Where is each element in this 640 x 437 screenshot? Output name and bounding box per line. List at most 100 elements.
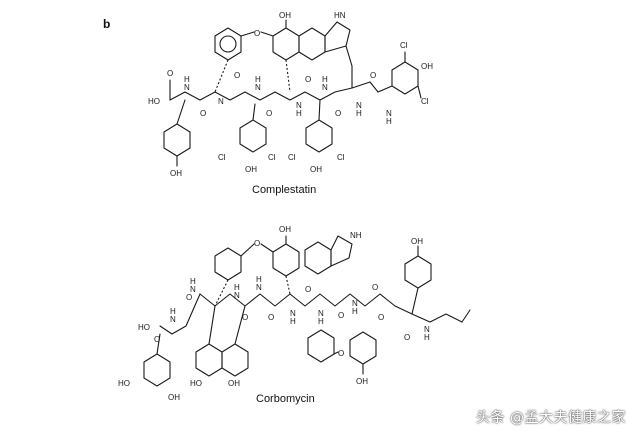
bond (417, 85, 422, 99)
atom-n: N (290, 309, 296, 318)
atom-h: H (170, 307, 176, 316)
atom-o: O (305, 285, 311, 294)
atom-n: N (386, 109, 392, 118)
atom-h: H (256, 275, 262, 284)
ring-aryl-center (272, 27, 300, 61)
bond (333, 351, 339, 355)
bond (260, 243, 274, 253)
ring-indole-benzo (304, 241, 332, 275)
atom-h: H (255, 75, 261, 84)
atom-o-acid: O (154, 335, 160, 344)
atom-n: N (234, 291, 240, 300)
caption-corbomycin: Corbomycin (256, 393, 315, 405)
ring-dichlorophenol-bottom-1 (239, 119, 267, 153)
atom-o-ether: O (254, 239, 260, 248)
atom-oh-top: OH (279, 11, 291, 20)
atom-oh-lower: OH (356, 377, 368, 386)
atom-h: H (318, 317, 324, 326)
watermark: 头条 @孟大夫健康之家 (476, 410, 626, 426)
complestatin-structure: O OH HN Cl OH Cl HO O N H O N O (148, 11, 433, 178)
atom-o: O (242, 313, 248, 322)
ring-phenol-lower-2 (349, 331, 377, 365)
atom-n: N (356, 101, 362, 110)
atom-n: N (190, 285, 196, 294)
ring-fused-bottom-2 (221, 343, 249, 377)
atom-n: N (352, 299, 358, 308)
atom-h: H (190, 277, 196, 286)
ring-dihydroxyphenyl-left (143, 353, 171, 387)
atom-ho-acid: HO (138, 323, 150, 332)
bond (351, 81, 371, 89)
bond (318, 99, 321, 121)
atom-h: H (184, 75, 190, 84)
atom-n: N (256, 283, 262, 292)
ring-dichlorophenol-bottom-2 (305, 119, 333, 153)
bond (176, 99, 186, 125)
atom-o: O (186, 293, 192, 302)
bond (252, 103, 256, 121)
bond (240, 243, 255, 257)
atom-oh: OH (168, 393, 180, 402)
atom-cl-right-2: Cl (421, 97, 429, 106)
atom-n: N (424, 325, 430, 334)
atom-o: O (266, 109, 272, 118)
atom-n: N (322, 83, 328, 92)
atom-h: H (356, 109, 362, 118)
bond-stereo (285, 59, 291, 93)
bond-stereo (214, 279, 229, 307)
bond-stereo (285, 275, 291, 295)
atom-h: H (322, 75, 328, 84)
bond (411, 287, 419, 315)
ring-hydroxyphenyl-bottom-left (163, 123, 191, 157)
ring-fused-bottom-1 (195, 343, 223, 377)
bond (240, 31, 255, 37)
bond (208, 305, 216, 345)
atom-o: O (305, 75, 311, 84)
atom-h: H (296, 109, 302, 118)
ring-phenyl-top (214, 247, 242, 281)
atom-o: O (378, 313, 384, 322)
atom-h: H (424, 333, 430, 342)
atom-cl: Cl (268, 153, 276, 162)
atom-oh: OH (170, 169, 182, 178)
atom-ho-acid: HO (148, 97, 160, 106)
bond (260, 31, 274, 37)
caption-complestatin: Complestatin (252, 184, 316, 196)
atom-n: N (184, 83, 190, 92)
atom-n: N (255, 83, 261, 92)
bond (234, 305, 246, 345)
atom-n: N (296, 101, 302, 110)
bond (345, 45, 353, 67)
atom-o-link: O (338, 349, 344, 358)
atom-hn-indole: HN (334, 11, 346, 20)
atom-cl: Cl (337, 153, 345, 162)
ring-indole-pyrrole (324, 21, 351, 53)
atom-oh-right: OH (411, 237, 423, 246)
atom-h: H (290, 317, 296, 326)
atom-ho: HO (118, 379, 130, 388)
atom-h: H (386, 117, 392, 126)
atom-n: N (318, 309, 324, 318)
atom-o: O (372, 283, 378, 292)
ring-dichlorophenol-right (391, 61, 419, 95)
ring-indole-benzo (298, 27, 326, 61)
bond (369, 81, 379, 93)
ring-hydroxyphenyl-right (404, 255, 432, 289)
corbomycin-structure: O OH NH OH HO O N H N H O N H O N H O N (118, 225, 471, 402)
atom-o: O (234, 71, 240, 80)
atom-o: O (404, 333, 410, 342)
atom-n: N (218, 97, 224, 106)
atom-nh-indole: NH (350, 231, 362, 240)
bond (156, 333, 161, 355)
panel-label: b (103, 17, 110, 31)
atom-oh: OH (310, 165, 322, 174)
atom-oh-right: OH (421, 62, 433, 71)
atom-oh-top: OH (279, 225, 291, 234)
atom-cl: Cl (288, 153, 296, 162)
atom-o: O (268, 313, 274, 322)
bond (159, 293, 201, 335)
bond-acetyl (461, 309, 471, 323)
atom-oh: OH (245, 165, 257, 174)
ring-aromatic-marker (219, 35, 237, 53)
